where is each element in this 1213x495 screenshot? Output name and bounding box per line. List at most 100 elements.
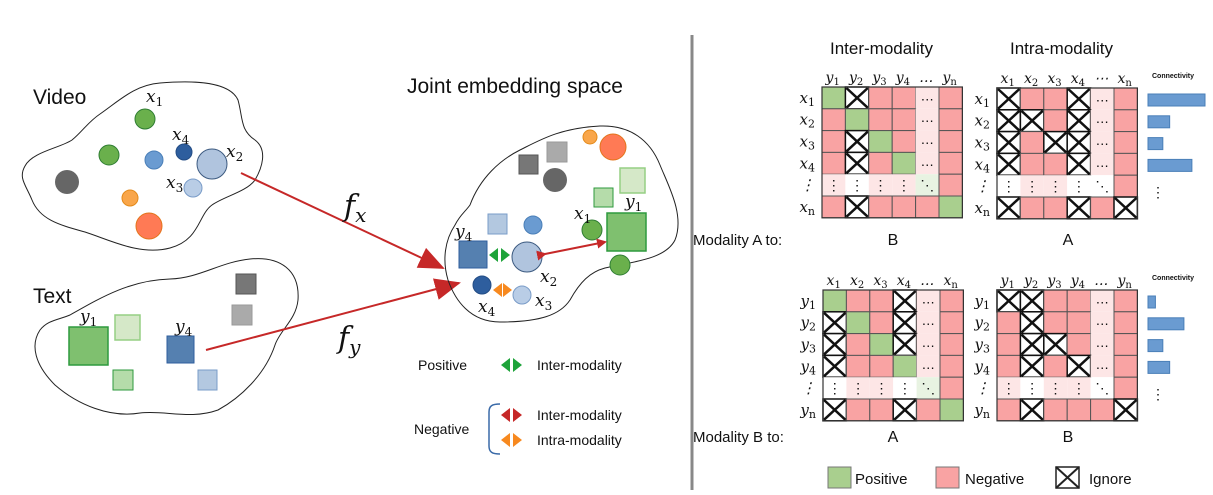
matrix-cell xyxy=(1066,354,1092,378)
matrix-cell xyxy=(1043,311,1068,335)
text-point-midgreen xyxy=(112,369,134,391)
matrix-cell: ⋮ xyxy=(1020,175,1044,197)
ellipsis: ⋯ xyxy=(1096,317,1109,332)
ignore-cross-line xyxy=(823,333,847,356)
legend-negative-label: Negative xyxy=(414,421,469,437)
matrix-cell xyxy=(869,289,894,313)
matrix-cell xyxy=(822,332,848,357)
matrix-cell xyxy=(939,311,964,335)
joint-point-midgreen xyxy=(593,187,614,208)
row-title-modality-a: Modality A to: xyxy=(693,232,782,249)
matrix-cell xyxy=(868,151,893,175)
matrix-cell xyxy=(938,130,963,153)
text-point-darkgray xyxy=(235,273,257,295)
matrix-col-label: y2 xyxy=(848,70,863,88)
joint-point-x4 xyxy=(472,275,492,295)
ignore-cross-line xyxy=(893,399,917,421)
matrix-row-label: yn xyxy=(799,401,816,421)
ignore-cross-line xyxy=(997,131,1021,154)
matrix-col-label: x1 xyxy=(827,273,841,291)
matrix-cell xyxy=(844,195,870,219)
matrix-cell xyxy=(892,311,918,335)
matrix-cell: ⋯ xyxy=(1090,88,1114,110)
matrix-cell xyxy=(1113,174,1138,198)
legend-positive-label: Positive xyxy=(418,357,467,373)
matrix-cell xyxy=(868,130,893,153)
ellipsis: ⋯ xyxy=(921,92,934,107)
diagonal-ellipsis: ⋱ xyxy=(921,380,935,396)
matrix-cell xyxy=(1019,196,1045,220)
legend-negative-inter-label: Inter-modality xyxy=(537,407,622,423)
matrix-cell: ⋯ xyxy=(915,87,939,109)
matrix-target-label: B xyxy=(888,232,899,249)
matrix-cell xyxy=(1113,152,1138,176)
ignore-cross-line xyxy=(1020,311,1044,334)
matrix-cell: ⋯ xyxy=(1090,153,1114,176)
matrix-row-label: y3 xyxy=(800,336,816,356)
matrix-target-label: A xyxy=(1063,232,1074,249)
ignore-cross-line xyxy=(997,88,1021,110)
text-label: Text xyxy=(33,285,72,308)
matrix-cell xyxy=(891,130,917,153)
matrix-border xyxy=(822,289,964,422)
matrix-cell xyxy=(1090,398,1115,422)
matrix-cell xyxy=(845,354,871,378)
ignore-cross-line xyxy=(1114,197,1138,219)
matrix-cell xyxy=(1043,398,1068,422)
matrix-col-label: x3 xyxy=(873,273,887,291)
matrix-cell xyxy=(844,151,870,175)
ignore-cross-line xyxy=(1020,355,1044,378)
video-point-gray xyxy=(55,170,79,194)
joint-label-x4: x4 xyxy=(478,297,496,319)
joint-point-blue xyxy=(523,215,543,235)
matrix-cell xyxy=(822,354,848,378)
legend-negative-inter-icon xyxy=(501,408,522,422)
matrix-cell xyxy=(1019,332,1045,357)
matrix-cell xyxy=(1113,196,1139,220)
matrix-col-label: … xyxy=(920,273,934,289)
ignore-cross-line xyxy=(997,109,1021,132)
joint-point-x3 xyxy=(512,285,532,305)
vertical-ellipsis: ⋮ xyxy=(851,380,865,396)
matrix-cell xyxy=(996,311,1021,335)
matrix-cell xyxy=(996,333,1021,356)
text-point-lightblue xyxy=(197,369,218,391)
matrix-cell xyxy=(1043,196,1068,220)
matrix-cell: ⋮ xyxy=(846,377,870,399)
vertical-ellipsis: ⋮ xyxy=(875,380,889,396)
matrix-cell: ⋮ xyxy=(892,174,916,196)
col-title-intra: Intra-modality xyxy=(1010,39,1113,58)
joint-label-x3: x3 xyxy=(535,291,552,313)
matrix-cell: ⋮ xyxy=(1043,175,1068,197)
matrix-row-label: yn xyxy=(973,401,990,421)
matrix-cell xyxy=(891,195,917,219)
matrix-row-label: ⋮ xyxy=(800,176,815,194)
ellipsis: ⋯ xyxy=(922,339,935,354)
negative-inter-pair-arrow xyxy=(536,238,607,261)
matrix-row-label: x1 xyxy=(800,89,815,109)
matrix-cell xyxy=(845,333,871,356)
joint-title: Joint embedding space xyxy=(407,75,623,98)
matrix-cell xyxy=(869,311,894,335)
matrix-cell xyxy=(938,86,963,110)
matrix-cell xyxy=(939,376,964,400)
matrix-col-label: ⋯ xyxy=(1094,71,1108,87)
joint-label-y4: y4 xyxy=(454,222,473,244)
ellipsis: ⋯ xyxy=(921,157,934,172)
legend-positive-inter-label: Inter-modality xyxy=(537,357,622,373)
ignore-cross-line xyxy=(1020,399,1044,421)
connectivity-bar xyxy=(1147,158,1193,172)
fx-arrow xyxy=(240,172,445,269)
matrix-cell xyxy=(996,354,1021,378)
ignore-cross-line xyxy=(1067,88,1091,110)
vertical-ellipsis: ⋮ xyxy=(1072,380,1086,396)
label-x2: x2 xyxy=(226,142,243,164)
label-x4: x4 xyxy=(172,125,190,147)
ellipsis: ⋯ xyxy=(921,114,934,129)
vertical-ellipsis: ⋮ xyxy=(1049,380,1063,396)
matrix-cell xyxy=(891,108,917,132)
